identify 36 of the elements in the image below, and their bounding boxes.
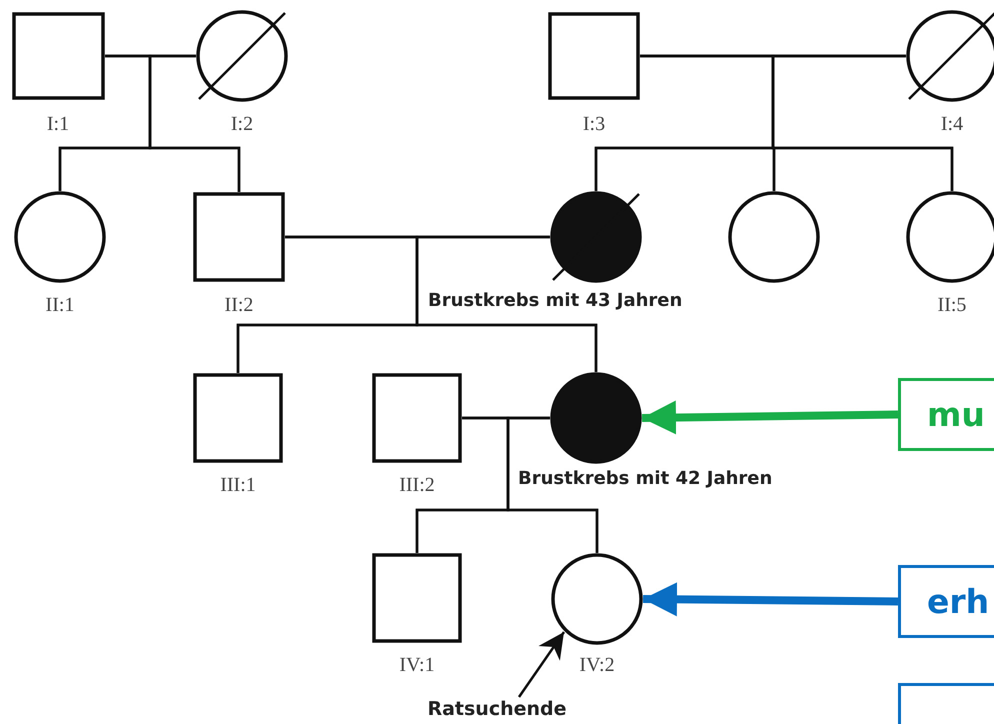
person-label: I:2 [230, 113, 254, 136]
pedigree-line [506, 416, 598, 553]
female-circle [14, 191, 106, 283]
male-square [12, 12, 105, 100]
person-label: I:3 [582, 113, 606, 136]
person-label: II:1 [44, 294, 76, 317]
person-label: II:5 [936, 294, 968, 317]
pedigree-line [148, 54, 240, 192]
female-circle [196, 10, 288, 102]
female-circle [551, 553, 643, 645]
person-label: III:2 [398, 474, 436, 497]
female-circle [906, 10, 994, 102]
male-square [193, 373, 283, 463]
diagnosis-note: Brustkrebs mit 43 Jahren [428, 290, 682, 311]
female-circle [550, 372, 642, 464]
person-label: I:4 [940, 113, 964, 136]
male-square [372, 553, 462, 643]
female-circle [550, 191, 642, 283]
diagnosis-note: Brustkrebs mit 42 Jahren [518, 468, 772, 489]
person-label: IV:1 [398, 654, 436, 677]
pointer-arrow [518, 631, 566, 698]
female-circle [728, 191, 820, 283]
male-square [548, 12, 640, 100]
arrow [642, 400, 898, 435]
person-label: III:1 [219, 474, 257, 497]
person-label: I:1 [46, 113, 70, 136]
arrow [642, 582, 898, 616]
label-box: erh [898, 565, 994, 638]
pedigree-line [416, 236, 598, 372]
annotation: Ratsuchende [405, 696, 589, 722]
pedigree-line [772, 54, 954, 191]
male-square [372, 373, 462, 463]
person-label: IV:2 [578, 654, 616, 677]
person-label: II:2 [224, 294, 254, 317]
label-box: mu [898, 378, 994, 451]
male-square [193, 192, 285, 282]
